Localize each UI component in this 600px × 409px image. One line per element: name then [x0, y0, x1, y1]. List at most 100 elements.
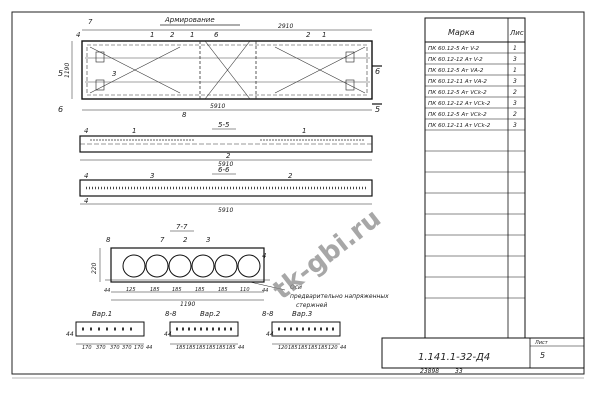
header-title: Армирование: [164, 16, 215, 24]
section-dim: 185: [195, 287, 205, 293]
variant-2: 8-8 Вар.2 44 185 185 185 185 185 185 44: [164, 310, 244, 351]
table-header-mark: Марка: [448, 28, 475, 37]
note-line: стержней: [296, 302, 327, 309]
section-dim: 185: [218, 287, 228, 293]
section-label: 2: [226, 152, 231, 160]
section-title: 6-6: [218, 166, 230, 174]
section-total: 1190: [180, 301, 195, 308]
variant-outline: [75, 321, 145, 337]
stamp-code: 1.141.1-32-Д4: [418, 352, 490, 363]
stamp-sheet-label: Лист: [534, 340, 549, 346]
table-row-mark: ПК 60.12-5 Ат V-2: [428, 46, 480, 52]
variant-dim: 120: [278, 345, 288, 351]
table-outline: [424, 17, 526, 339]
variant-dim: 44: [238, 345, 244, 351]
section-label: 2: [183, 236, 188, 244]
table-row-sheet: 2: [513, 89, 517, 96]
variant-dim: 185: [206, 345, 216, 351]
table-row-sheet: 3: [513, 100, 517, 107]
void-circle: [145, 254, 169, 278]
plan-marker: 8: [182, 111, 187, 119]
plan-marker: 2: [306, 31, 311, 39]
section-label: 4: [84, 127, 88, 135]
note-line: Оси: [290, 284, 302, 291]
section-dim: 5910: [218, 207, 233, 214]
plan-marker: 3: [112, 70, 116, 78]
void-circle: [122, 254, 146, 278]
section-dim: 5910: [218, 161, 233, 168]
plan-dim-left: 1190: [64, 63, 71, 78]
variant-outline: [271, 321, 341, 337]
section-label: 8: [106, 236, 111, 244]
section-height: 220: [91, 262, 98, 274]
stamp-extra: 33: [455, 368, 463, 375]
section-outline: [110, 247, 265, 283]
void-circle: [191, 254, 215, 278]
variant-title: Вар.3: [292, 310, 312, 318]
variant-dim: 185: [196, 345, 206, 351]
void-circle: [168, 254, 192, 278]
table-header-sheet: Лис: [509, 29, 524, 37]
variant-3: 8-8 Вар.3 44 120 185 185 185 185 120 44: [262, 310, 346, 351]
variant-title: Вар.1: [92, 310, 112, 318]
plan-dim-top: 2910: [278, 23, 293, 30]
variant-dim: 185: [216, 345, 226, 351]
section-dim: 110: [240, 287, 250, 293]
section-mark: 5: [375, 105, 380, 114]
section-dim: 125: [126, 287, 136, 293]
section-6-6: 6-6 5910 4 3 2 4: [79, 166, 373, 214]
section-label: 1: [132, 127, 136, 135]
section-mark: 5: [58, 69, 63, 78]
section-dim: 44: [262, 288, 268, 294]
variant-section: 8-8: [165, 310, 177, 318]
section-label: 4: [84, 197, 88, 205]
table-row-sheet: 3: [513, 78, 517, 85]
axes-note: Оси предварительно напряженных стержней: [249, 281, 389, 309]
variant-section: 8-8: [262, 310, 274, 318]
table-row-mark: ПК 60.12-5 Ат VСk-2: [428, 90, 487, 96]
plan-marker: 2: [170, 31, 175, 39]
plan-view: 2910 5910 1190 4 7 1 2 1 6 2 1 3 8 6 6 5…: [58, 18, 382, 119]
variant-dim: 370: [122, 345, 132, 351]
variant-dim: 185: [186, 345, 196, 351]
section-title: 7-7: [176, 223, 188, 231]
variant-dim: 370: [110, 345, 120, 351]
section-7-7: 7-7 44 125 185 185 185 185 110 44 1190 2…: [91, 223, 270, 308]
plan-marker: 4: [76, 31, 80, 39]
variant-dim: 185: [298, 345, 308, 351]
table-row-sheet: 2: [513, 111, 517, 118]
plan-marker: 6: [214, 31, 219, 39]
section-title: 5-5: [218, 121, 230, 129]
table-row-mark: ПК 60.12-5 Ат VСk-2: [428, 112, 487, 118]
plan-brace: [204, 40, 251, 100]
table-row-mark: ПК 60.12-12 Ат VСk-2: [428, 101, 491, 107]
plan-marker: 1: [190, 31, 194, 39]
table-row-mark: ПК 60.12-5 Ат VА-2: [428, 68, 484, 74]
void-circle: [214, 254, 238, 278]
section-label: 7: [160, 236, 165, 244]
title-block: 1.141.1-32-Д4 Лист 5 23898 33: [381, 337, 585, 375]
section-label: 2: [288, 172, 293, 180]
section-label: 4: [84, 172, 88, 180]
plan-outline: [81, 40, 373, 100]
section-label: 4: [262, 252, 266, 260]
plan-marker: 1: [150, 31, 154, 39]
variant-dim: 44: [266, 331, 274, 338]
table-row-sheet: 1: [513, 45, 517, 52]
variant-dim: 44: [66, 331, 74, 338]
table-row-mark: ПК 60.12-12 Ат V-2: [428, 57, 483, 63]
table-row-sheet: 1: [513, 67, 517, 74]
section-outline: [79, 179, 373, 197]
outer-frame: [11, 11, 585, 375]
variant-dim: 185: [308, 345, 318, 351]
marks-table-rows: ПК 60.12-5 Ат V-2 1 ПК 60.12-12 Ат V-2 3 ПК …: [425, 45, 525, 299]
plan-dim-bottom: 5910: [210, 103, 225, 110]
table-row-sheet: 3: [513, 122, 517, 129]
table-row-sheet: 3: [513, 56, 517, 63]
plan-brace: [274, 46, 366, 94]
variant-dim: 44: [164, 331, 172, 338]
table-row-mark: ПК 60.12-11 Ат VА-2: [428, 79, 487, 85]
section-mark: 6: [375, 67, 380, 76]
table-row-mark: ПК 60.12-11 Ат VСk-2: [428, 123, 491, 129]
